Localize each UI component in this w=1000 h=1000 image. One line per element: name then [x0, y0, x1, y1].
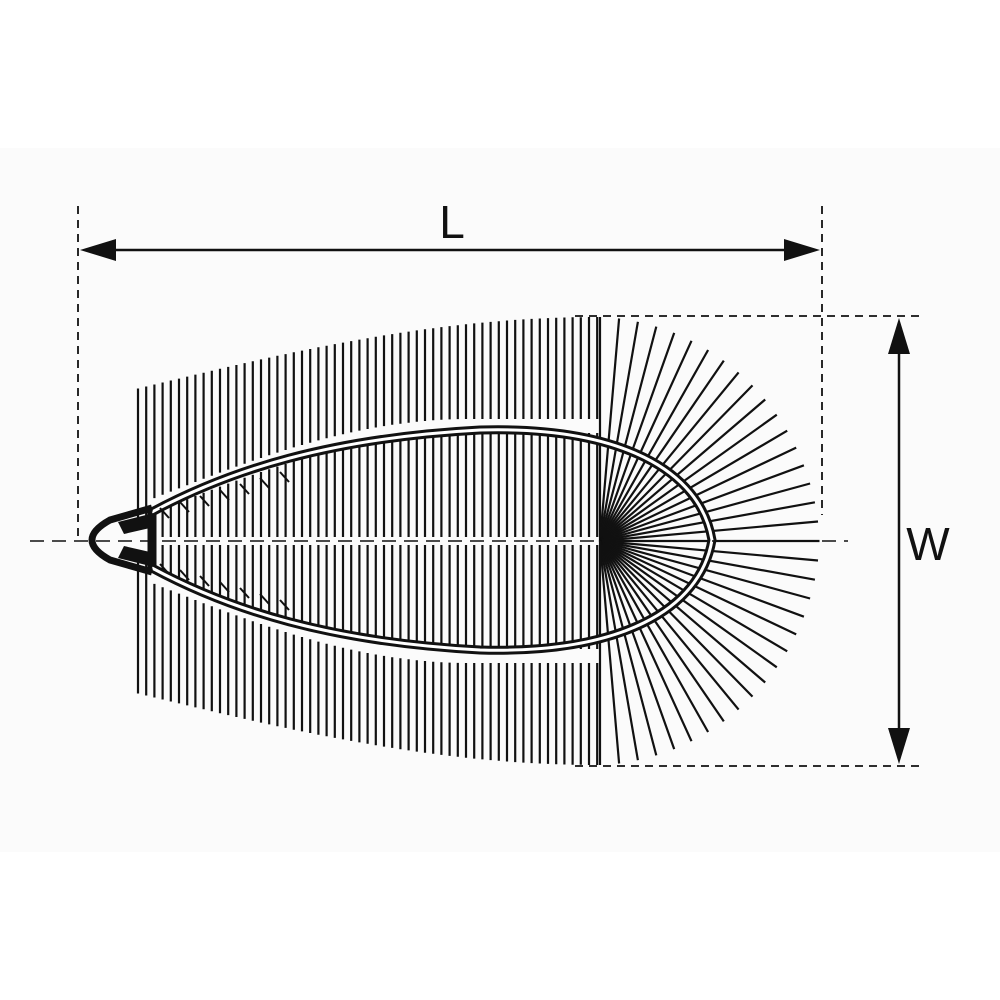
bristle [599, 398, 766, 542]
bristle [598, 318, 621, 542]
bristle [599, 540, 710, 733]
wire-hatch-mark [159, 507, 170, 519]
bristle [599, 349, 710, 542]
bristle [599, 359, 725, 542]
bristle [598, 340, 693, 542]
bristle [598, 326, 658, 542]
brush-core-inner-line [151, 428, 714, 652]
bristle [598, 321, 639, 542]
wire-hatch-mark [219, 489, 230, 501]
wire-hatch-mark [239, 483, 250, 495]
wire-hatch-mark [199, 575, 210, 587]
bristle [599, 540, 754, 698]
bristle [599, 540, 740, 711]
bristle [599, 446, 797, 542]
bristle [598, 540, 621, 764]
length-arrow-right [784, 239, 820, 261]
wire-hatch-mark [259, 477, 270, 489]
wire-tip-clamp [118, 514, 150, 566]
bristle [599, 540, 797, 636]
bristle [598, 540, 693, 742]
length-arrow-left [80, 239, 116, 261]
wire-hatch-mark [239, 587, 250, 599]
wire-hatching [159, 471, 290, 611]
bristle [598, 332, 676, 542]
bristle [598, 540, 658, 756]
bristle [599, 540, 778, 669]
wire-hatch-mark [199, 495, 210, 507]
bristle [599, 540, 725, 723]
bristle [599, 371, 740, 542]
wire-hatch-mark [279, 599, 290, 611]
wire-hatch-mark [179, 569, 190, 581]
width-arrow-top [888, 318, 910, 354]
bristle [599, 540, 788, 653]
bristle [599, 429, 788, 542]
width-arrow-bottom [888, 728, 910, 764]
wire-hatch-mark [219, 581, 230, 593]
wire-tip [88, 504, 153, 576]
bristle [598, 540, 639, 761]
bristle [599, 540, 766, 684]
bristle-group [136, 317, 820, 765]
bristle [599, 413, 778, 542]
bristle [599, 384, 754, 542]
background-panel [0, 148, 1000, 852]
wire-hatch-mark [259, 593, 270, 605]
wire-hatch-mark [159, 563, 170, 575]
bristle [598, 540, 676, 750]
wire-hatch-mark [179, 501, 190, 513]
length-label: L [439, 196, 465, 248]
width-label: W [906, 518, 950, 570]
wire-hatch-mark [279, 471, 290, 483]
